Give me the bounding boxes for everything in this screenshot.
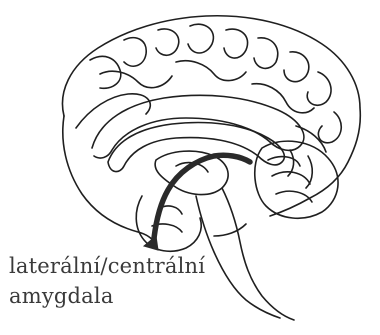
cingulate-gyrus bbox=[92, 95, 304, 158]
diagram-caption: laterální/centrální amygdala bbox=[9, 251, 249, 311]
caption-line-1: laterální/centrální bbox=[9, 254, 205, 278]
temporal-lobe bbox=[136, 196, 201, 251]
caption-line-2: amygdala bbox=[9, 284, 114, 308]
cerebellum bbox=[255, 141, 338, 218]
frontal-lower bbox=[63, 116, 156, 244]
